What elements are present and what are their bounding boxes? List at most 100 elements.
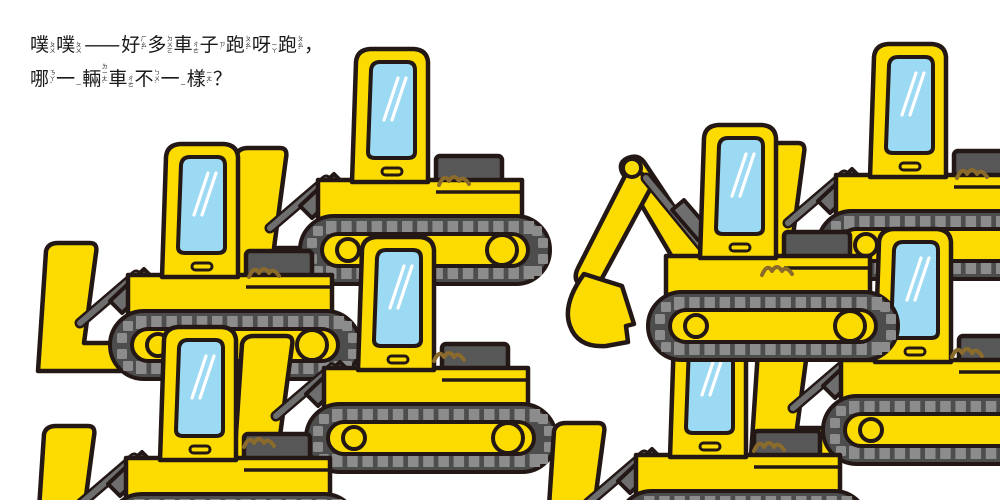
caption-char: 車 [108, 68, 128, 90]
caption-ruby-group: 多ㄉㄨㄛ [147, 35, 172, 56]
dirt-squiggle-art [437, 175, 471, 187]
bopomofo-annotation: ㄔㄜ [193, 42, 199, 55]
dozer-blade [35, 240, 185, 374]
bopomofo-annotation: ㄆㄨ [75, 42, 82, 55]
dirt-squiggle [432, 348, 466, 366]
bopomofo-annotation: ㄧ [75, 82, 82, 89]
vehicle-track [646, 290, 900, 362]
vehicle-cab [355, 234, 437, 373]
caption-ruby-group: 一ㄧ [161, 69, 186, 90]
dirt-squiggle [752, 438, 786, 456]
caption-ruby-group: 車ㄔㄜ [174, 35, 199, 56]
bopomofo-annotation: ㄗ˙ [219, 42, 225, 55]
caption-char: 樣 [186, 68, 206, 90]
caption-char: 輛 [82, 68, 102, 90]
caption-char: 一 [56, 68, 76, 90]
excavator-vehicle[interactable] [560, 118, 920, 368]
caption-ruby-group: 噗ㄆㄨ [30, 35, 55, 56]
dirt-squiggle [760, 262, 794, 280]
caption-char: 車 [173, 34, 193, 56]
window-highlight [192, 171, 218, 217]
dirt-squiggle-art [432, 351, 466, 363]
window-highlight [730, 152, 756, 198]
vehicle-cab [867, 41, 949, 180]
dirt-squiggle-art [760, 265, 794, 277]
vehicle-track [626, 489, 860, 500]
vehicle-cab [157, 324, 239, 463]
bopomofo-annotation: ㄔㄜ [127, 76, 134, 89]
window-highlight [900, 71, 926, 117]
caption-char: 好 [121, 34, 141, 56]
vehicle-cab [159, 141, 241, 280]
caption-ruby-group: 噗ㄆㄨ [56, 35, 81, 56]
caption-punctuation: ， [304, 34, 324, 56]
caption-ruby-group: 呀ㄧㄚ [252, 35, 277, 56]
excavator-art [565, 122, 900, 362]
window-highlight [190, 354, 216, 400]
bulldozer-vehicle[interactable] [32, 141, 372, 385]
dirt-squiggle-art [950, 347, 984, 359]
bopomofo-annotation: ㄧㄚ [271, 42, 277, 55]
caption-char: 多 [147, 34, 167, 56]
dirt-squiggle [247, 264, 281, 282]
bulldozer-art [35, 141, 362, 381]
caption-ruby-group: 子ㄗ˙ [200, 35, 225, 56]
vehicle-cab [349, 46, 431, 185]
dirt-squiggle [950, 344, 984, 362]
caption-punctuation: ？ [212, 68, 232, 90]
bopomofo-annotation: ㄧ [180, 82, 186, 89]
window-highlight [382, 76, 408, 122]
bopomofo-annotation: ㄆㄨ [49, 42, 56, 55]
dirt-squiggle-art [247, 267, 281, 279]
caption-char: 噗 [56, 34, 76, 56]
bopomofo-annotation: ㄉㄨㄛ [166, 36, 173, 55]
window-highlight [905, 256, 931, 302]
boom-pivot [621, 157, 643, 179]
dirt-squiggle [242, 434, 276, 452]
caption-char: 子 [199, 34, 219, 56]
excavator-bucket [565, 271, 637, 349]
caption-char: 跑 [278, 34, 298, 56]
caption-ruby-group: 車ㄔㄜ [108, 69, 133, 90]
caption-char: 跑 [225, 34, 245, 56]
dirt-squiggle [437, 172, 471, 190]
dirt-squiggle [955, 165, 989, 183]
caption-char: 呀 [251, 34, 271, 56]
dirt-squiggle-art [955, 168, 989, 180]
caption-char: 哪 [30, 68, 50, 90]
bulldozer-art [37, 324, 347, 500]
dozer-blade [37, 423, 97, 500]
vehicle-track [821, 394, 1000, 466]
dirt-squiggle-art [752, 441, 786, 453]
caption-char: 不 [134, 68, 154, 90]
caption-dash: —— [84, 34, 120, 56]
vehicle-track [119, 492, 347, 500]
dozer-blade [547, 420, 607, 500]
window-highlight [388, 264, 414, 310]
caption-char: 噗 [30, 34, 50, 56]
dirt-squiggle-art [242, 437, 276, 449]
caption-char: 一 [160, 68, 180, 90]
vehicle-track [304, 402, 558, 474]
excavator-dipper [573, 163, 657, 291]
bulldozer-vehicle[interactable] [30, 324, 370, 500]
caption-ruby-group: 一ㄧ [56, 69, 81, 90]
vehicle-cab [697, 122, 779, 261]
